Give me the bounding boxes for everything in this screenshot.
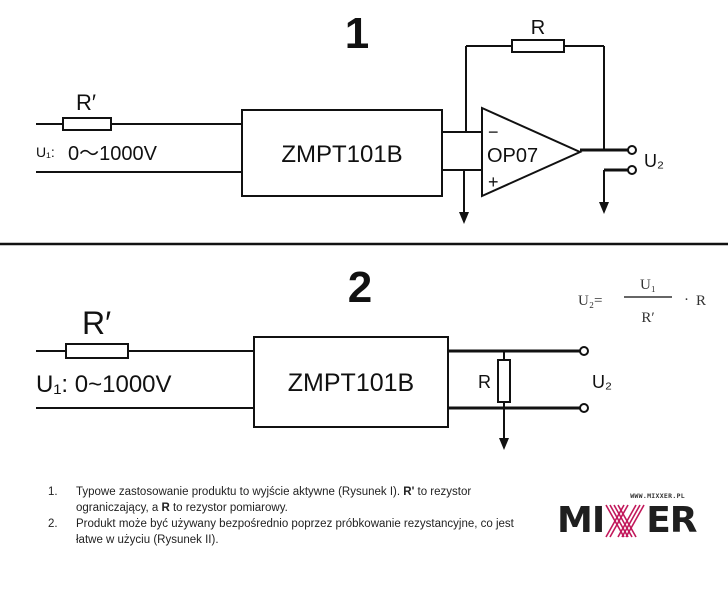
note-item-2: 2. Produkt może być używany bezpośrednio… [48,517,538,548]
formula-lhs: U₂= [578,293,603,309]
fig2-ground-arrow [499,438,509,450]
note-number: 1. [48,486,58,498]
mixxer-logo: WWW.MIXXER.PL MI ER [557,492,698,544]
fig1-zmpt-label: ZMPT101B [281,141,402,168]
fig1-output-terminal-bottom [627,165,637,175]
fig1-u1-label: U₁: [36,144,55,160]
logo-wordmark: MI ER [557,500,698,541]
note-bold-r-prime: R' [403,486,415,498]
fig1-output-ground-arrow [599,202,609,214]
fig2-resistor-r-prime [65,343,129,359]
fig1-opamp [481,106,583,198]
note-text: Produkt może być używany bezpośrednio po… [76,518,514,546]
notes-list: 1. Typowe zastosowanie produktu to wyjśc… [48,485,538,549]
fig2-input-label: U₁: 0~1000V [36,371,172,398]
fig1-resistor-r [511,39,565,53]
fig1-opamp-plus: + [488,172,499,192]
logo-left-letters: MI [557,500,605,541]
formula-dot: · [684,292,689,308]
formula-rhs: R [696,293,706,309]
note-text-part: to rezystor pomiarowy. [169,501,288,514]
fig1-r-prime-label: R′ [76,90,96,115]
fig1-ground-arrow [459,212,469,224]
note-number: 2. [48,518,58,530]
fig1-u2-label: U₂ [644,151,664,171]
fig2-zmpt-module [253,336,449,428]
note-item-1: 1. Typowe zastosowanie produktu to wyjśc… [48,485,538,516]
fig1-zmpt-module [241,109,443,197]
note-text-part: Typowe zastosowanie produktu to wyjście … [76,486,404,498]
note-text-part: to rezystor ograniczający, a [76,486,472,514]
formula-numerator: U₁ [640,277,656,293]
fig1-output-terminal-top [627,145,637,155]
fig2-output-terminal-bottom [579,403,589,413]
fig2-zmpt-label: ZMPT101B [288,369,414,397]
formula-denominator: R′ [641,310,654,326]
circuit-diagram: 1 R′ U₁: 0～1000V ZMPT101B R − OP07 + U₂ … [0,9,728,450]
logo-right-letters: ER [646,500,697,541]
logo-site-text: WWW.MIXXER.PL [630,492,685,500]
fig1-opamp-minus: − [488,122,499,142]
fig2-output-terminal-top [579,346,589,356]
fig1-opamp-label: OP07 [487,145,538,167]
fig1-r-label: R [531,17,545,39]
figure-1-number: 1 [345,9,369,58]
logo-xx-mark [605,504,645,537]
fig2-r-label: R [478,372,491,392]
fig2-resistor-r [497,359,511,403]
note-text: Typowe zastosowanie produktu to wyjście … [76,485,538,516]
fig2-r-prime-label: R′ [82,305,111,341]
fig1-input-range: 0～1000V [68,143,158,165]
fig1-resistor-r-prime [62,117,112,131]
note-bold-r: R [161,501,170,514]
fig2-u2-label: U₂ [592,372,612,392]
figure-2-number: 2 [348,263,372,312]
